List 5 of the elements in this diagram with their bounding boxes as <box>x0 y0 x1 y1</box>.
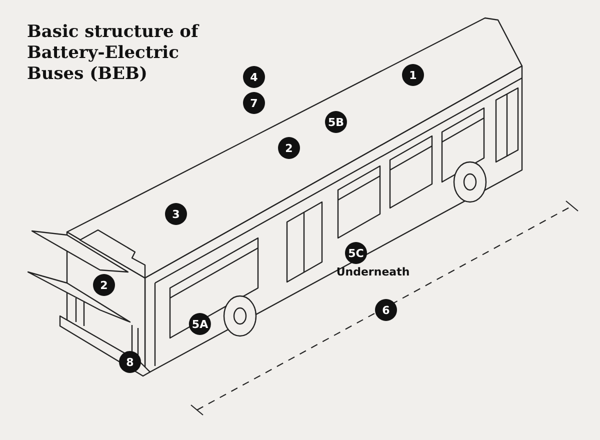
title: Basic structure of Battery-Electric Buses (BEB) <box>27 22 200 85</box>
callout-number: 7 <box>243 92 265 114</box>
callout-number: 6 <box>375 299 397 321</box>
location-label: Underneath <box>336 266 410 278</box>
callout-number: 4 <box>243 66 265 88</box>
